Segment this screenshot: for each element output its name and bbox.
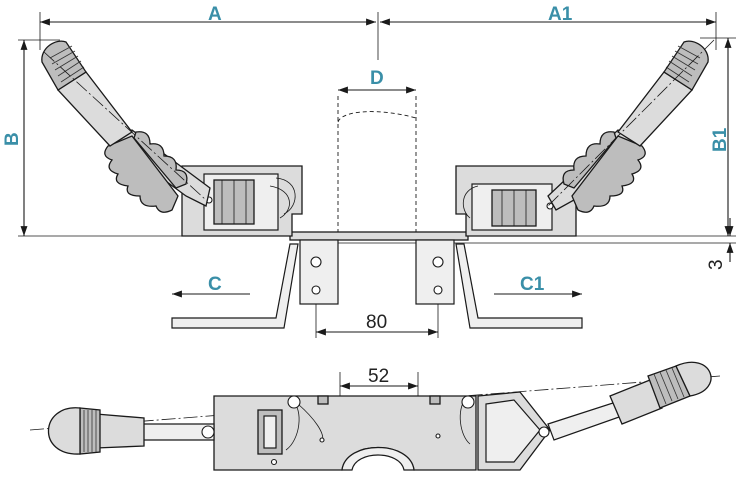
plan-bracket bbox=[213, 395, 477, 471]
plan-bracket-cutout bbox=[341, 446, 415, 471]
right-stalk-axis bbox=[547, 39, 715, 207]
plan-right-tab bbox=[429, 395, 441, 405]
label-3: 3 bbox=[706, 259, 727, 270]
left-stalk-axis bbox=[43, 51, 207, 201]
plan-left-shaft-pivot bbox=[201, 425, 215, 439]
plan-left-rivet bbox=[319, 437, 325, 443]
left-knurled-knob bbox=[41, 40, 87, 91]
right-tab-hole-lower bbox=[433, 285, 443, 295]
left-tab-hole-lower bbox=[311, 285, 321, 295]
label-80: 80 bbox=[366, 312, 387, 333]
plan-axis bbox=[29, 375, 721, 431]
label-c: C bbox=[208, 274, 222, 295]
plan-left-tab bbox=[317, 395, 329, 405]
plan-left-grip bbox=[95, 413, 145, 449]
left-tab-hole-upper bbox=[310, 256, 322, 268]
right-wire bbox=[462, 185, 479, 219]
plan-right-shaft bbox=[547, 401, 623, 441]
plan-right-module-inner bbox=[485, 399, 541, 463]
left-bellows bbox=[104, 131, 188, 213]
right-lower-lever bbox=[455, 243, 583, 329]
right-bellows bbox=[562, 131, 646, 213]
plan-left-screw bbox=[270, 458, 278, 466]
left-lower-lever bbox=[171, 243, 299, 329]
right-tab-hole-upper bbox=[432, 256, 444, 268]
label-52: 52 bbox=[368, 366, 389, 387]
left-wire bbox=[275, 177, 296, 215]
label-a: A bbox=[208, 4, 222, 25]
central-plate bbox=[289, 231, 469, 241]
label-d: D bbox=[370, 68, 384, 89]
front-view: A A1 B B1 C C1 D 3 80 bbox=[2, 4, 736, 338]
plan-left-module-inner bbox=[263, 415, 277, 449]
plan-left-knob-end bbox=[47, 407, 81, 455]
plan-right-grip bbox=[609, 379, 663, 425]
left-knurl-lines bbox=[49, 45, 85, 83]
plan-left-knurl-lines bbox=[83, 410, 97, 452]
column-top-curve bbox=[337, 111, 417, 123]
right-knurl-lines bbox=[665, 45, 701, 83]
label-c1: C1 bbox=[520, 274, 545, 295]
right-knurled-knob bbox=[663, 40, 709, 91]
plan-right-boss bbox=[461, 395, 475, 409]
plan-left-knurl bbox=[79, 407, 101, 455]
plan-right-knob-end bbox=[675, 361, 712, 397]
label-a1: A1 bbox=[548, 4, 573, 25]
label-b1: B1 bbox=[710, 127, 731, 152]
label-b: B bbox=[2, 132, 23, 146]
plan-right-rivet bbox=[435, 433, 441, 439]
plan-right-knurl-lines bbox=[653, 367, 685, 405]
plan-left-boss bbox=[287, 395, 301, 409]
plan-right-pivot bbox=[538, 426, 550, 438]
left-wire bbox=[269, 185, 290, 219]
plan-view: 52 bbox=[29, 361, 721, 471]
left-mounting-tab bbox=[299, 239, 339, 305]
right-mounting-tab bbox=[415, 239, 455, 305]
